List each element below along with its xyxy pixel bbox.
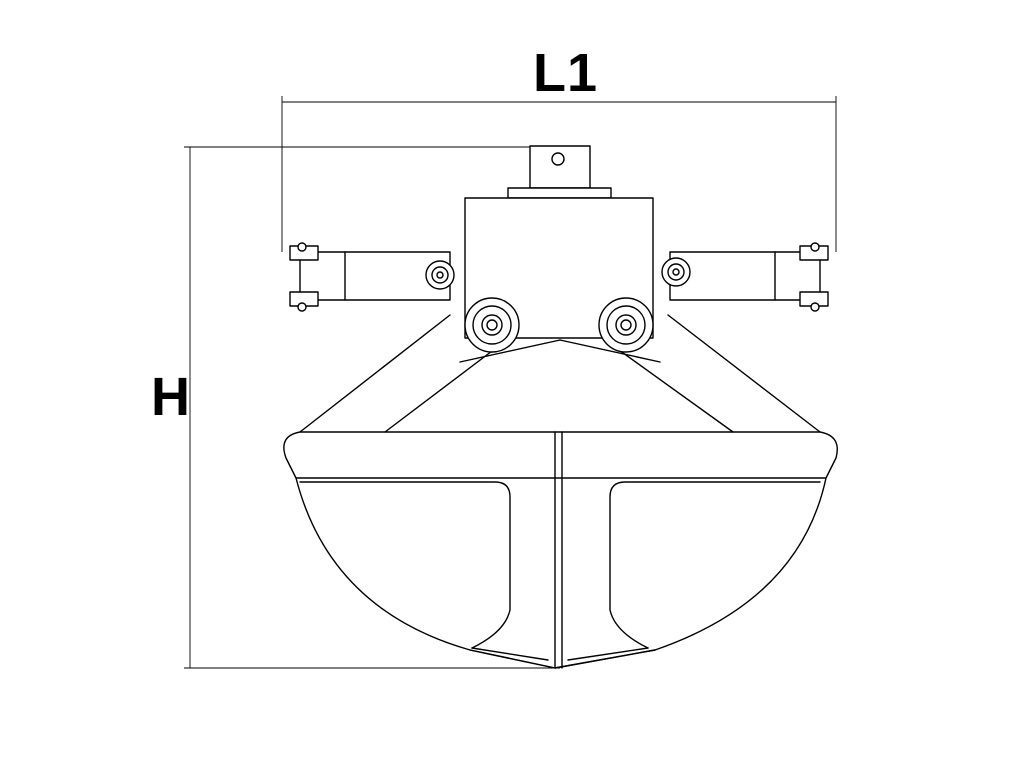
- linkage-arms: [299, 314, 821, 433]
- small-pivot-left: [425, 260, 455, 290]
- left-arm: [289, 242, 451, 312]
- dimension-l1: [281, 96, 837, 252]
- main-pivot-left: [464, 297, 520, 353]
- dimension-label-l1: L1: [533, 43, 599, 103]
- dimension-label-h: H: [151, 367, 190, 427]
- dimension-h: [184, 146, 560, 669]
- right-arm: [669, 242, 829, 312]
- bucket-shell: [283, 431, 838, 669]
- small-pivot-right: [661, 257, 691, 287]
- main-pivot-right: [598, 297, 654, 353]
